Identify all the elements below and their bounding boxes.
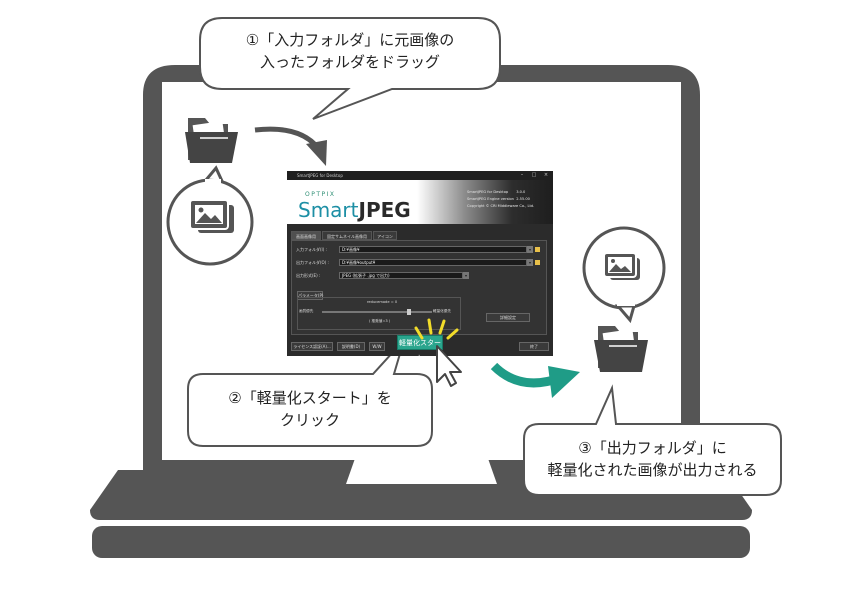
exit-button[interactable]: 終了 [519,342,549,351]
trackpad [346,450,497,484]
slider-knob[interactable] [407,309,411,315]
lightweight-priority-label: 軽量化優先 [433,309,451,313]
callout-step1-line1: ①「入力フォルダ」に元画像の [245,31,455,49]
input-folder-icon [185,118,238,163]
callout-step3-line2: 軽量化された画像が出力される [547,461,758,479]
optpix-label: OPTPIX [305,191,336,198]
output-images-icon [603,252,640,280]
close-button[interactable]: × [543,172,549,178]
quality-priority-label: 画質優先 [299,309,314,313]
callout-bubble-1 [199,17,501,120]
callout-step2-text: ②「軽量化スタート」を クリック [190,387,430,431]
reducemode-text: reducemode = 0 [367,300,398,304]
copyright-line: Copyright © CRI Middleware Co., Ltd. [467,204,535,208]
callout-bubble-3 [523,384,782,496]
parameter-group [297,297,461,330]
callout-step1-text: ①「入力フォルダ」に元画像の 入ったフォルダをドラッグ [205,29,495,73]
version-line-2: SmartJPEG Engine version 2.55.00 [467,197,530,201]
format-label: 出力形式(E) : [296,273,321,278]
laptop-front-edge [92,526,750,558]
callout-step3-line1: ③「出力フォルダ」に [578,439,727,457]
license-button[interactable]: ライセンス認証(A)... [291,342,333,351]
click-cursor-overlay [414,318,462,387]
callout-bubble-2 [187,339,433,447]
title-bar: SmartJPEG for Desktop – □ × [287,171,553,180]
input-dropdown-icon[interactable]: ▾ [527,246,533,253]
parameter-group-label[interactable]: パラメータ(P) [297,291,324,300]
input-folder-label: 入力フォルダ(I) : [296,247,327,252]
format-select[interactable]: JPEG (拡張子 .jpg で出力) [339,272,463,279]
tab-icon[interactable]: アイコン [373,231,397,240]
callout-step2-line2: クリック [279,411,340,429]
minimize-button[interactable]: – [520,172,524,178]
input-folder-field[interactable]: D:¥画像¥ [339,246,527,253]
window-title: SmartJPEG for Desktop [297,173,343,178]
click-spark-icon [414,318,459,340]
smartjpeg-window: SmartJPEG for Desktop – □ × OPTPIX Smart… [287,171,553,362]
callout-step2-line1: ②「軽量化スタート」を [228,389,392,407]
recommended-hint: ( 推奨値=3 ) [369,319,391,323]
detail-settings-button[interactable]: 詳細設定 [486,313,530,322]
output-folder-icon [594,326,648,372]
output-dropdown-icon[interactable]: ▾ [527,259,533,266]
output-folder-field[interactable]: D:¥画像¥output¥ [339,259,527,266]
smartjpeg-logo: SmartJPEG [298,198,411,222]
maximize-button[interactable]: □ [531,172,537,178]
callout-step1-line2: 入ったフォルダをドラッグ [259,53,440,71]
version-line-1: SmartJPEG for Desktop 3.0.0 [467,190,526,194]
format-dropdown-icon[interactable]: ▾ [463,272,469,279]
callout-step3-text: ③「出力フォルダ」に 軽量化された画像が出力される [526,437,779,481]
help-button[interactable]: 説明書(D) [337,342,365,351]
ww-button[interactable]: W/W [369,342,385,351]
brand-banner: OPTPIX SmartJPEG SmartJPEG for Desktop 3… [287,180,553,224]
input-browse-folder-icon[interactable] [535,247,540,252]
tab-thumbnail[interactable]: 固定サムネイル画像用 [322,231,372,240]
output-folder-label: 出力フォルダ(O) : [296,260,329,265]
mouse-cursor-icon [436,345,462,387]
tab-screen-image[interactable]: 画面画像用 [291,231,321,240]
images-icon [189,199,234,233]
reducemode-slider[interactable] [322,309,432,315]
output-browse-folder-icon[interactable] [535,260,540,265]
